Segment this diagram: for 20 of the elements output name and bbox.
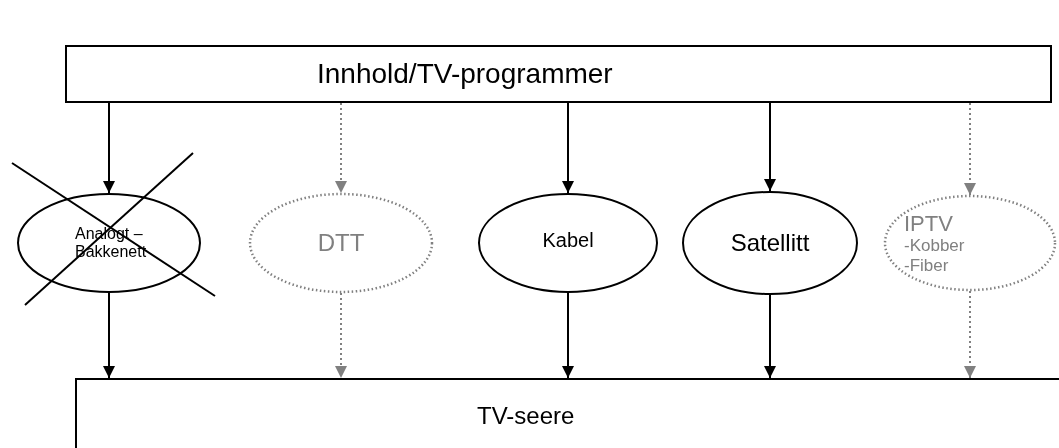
node-label: -Fiber bbox=[904, 255, 949, 276]
arrow bbox=[335, 102, 347, 194]
arrow bbox=[335, 292, 347, 379]
box bbox=[75, 378, 1059, 448]
node-label: DTT bbox=[317, 229, 365, 257]
box bbox=[65, 45, 1052, 103]
node-label: Satellitt bbox=[730, 229, 810, 257]
node-label: Innhold/TV-programmer bbox=[317, 57, 613, 91]
arrow bbox=[562, 292, 574, 379]
node-label: IPTV bbox=[904, 210, 953, 237]
node-label: TV-seere bbox=[477, 401, 575, 430]
node-label: Kabel bbox=[542, 228, 594, 252]
arrow bbox=[964, 290, 976, 379]
node-label: -Kobber bbox=[904, 236, 965, 256]
arrow bbox=[103, 292, 115, 379]
arrow bbox=[764, 102, 776, 192]
arrow bbox=[764, 294, 776, 379]
arrow bbox=[103, 102, 115, 194]
arrow bbox=[562, 102, 574, 194]
arrow bbox=[964, 102, 976, 196]
